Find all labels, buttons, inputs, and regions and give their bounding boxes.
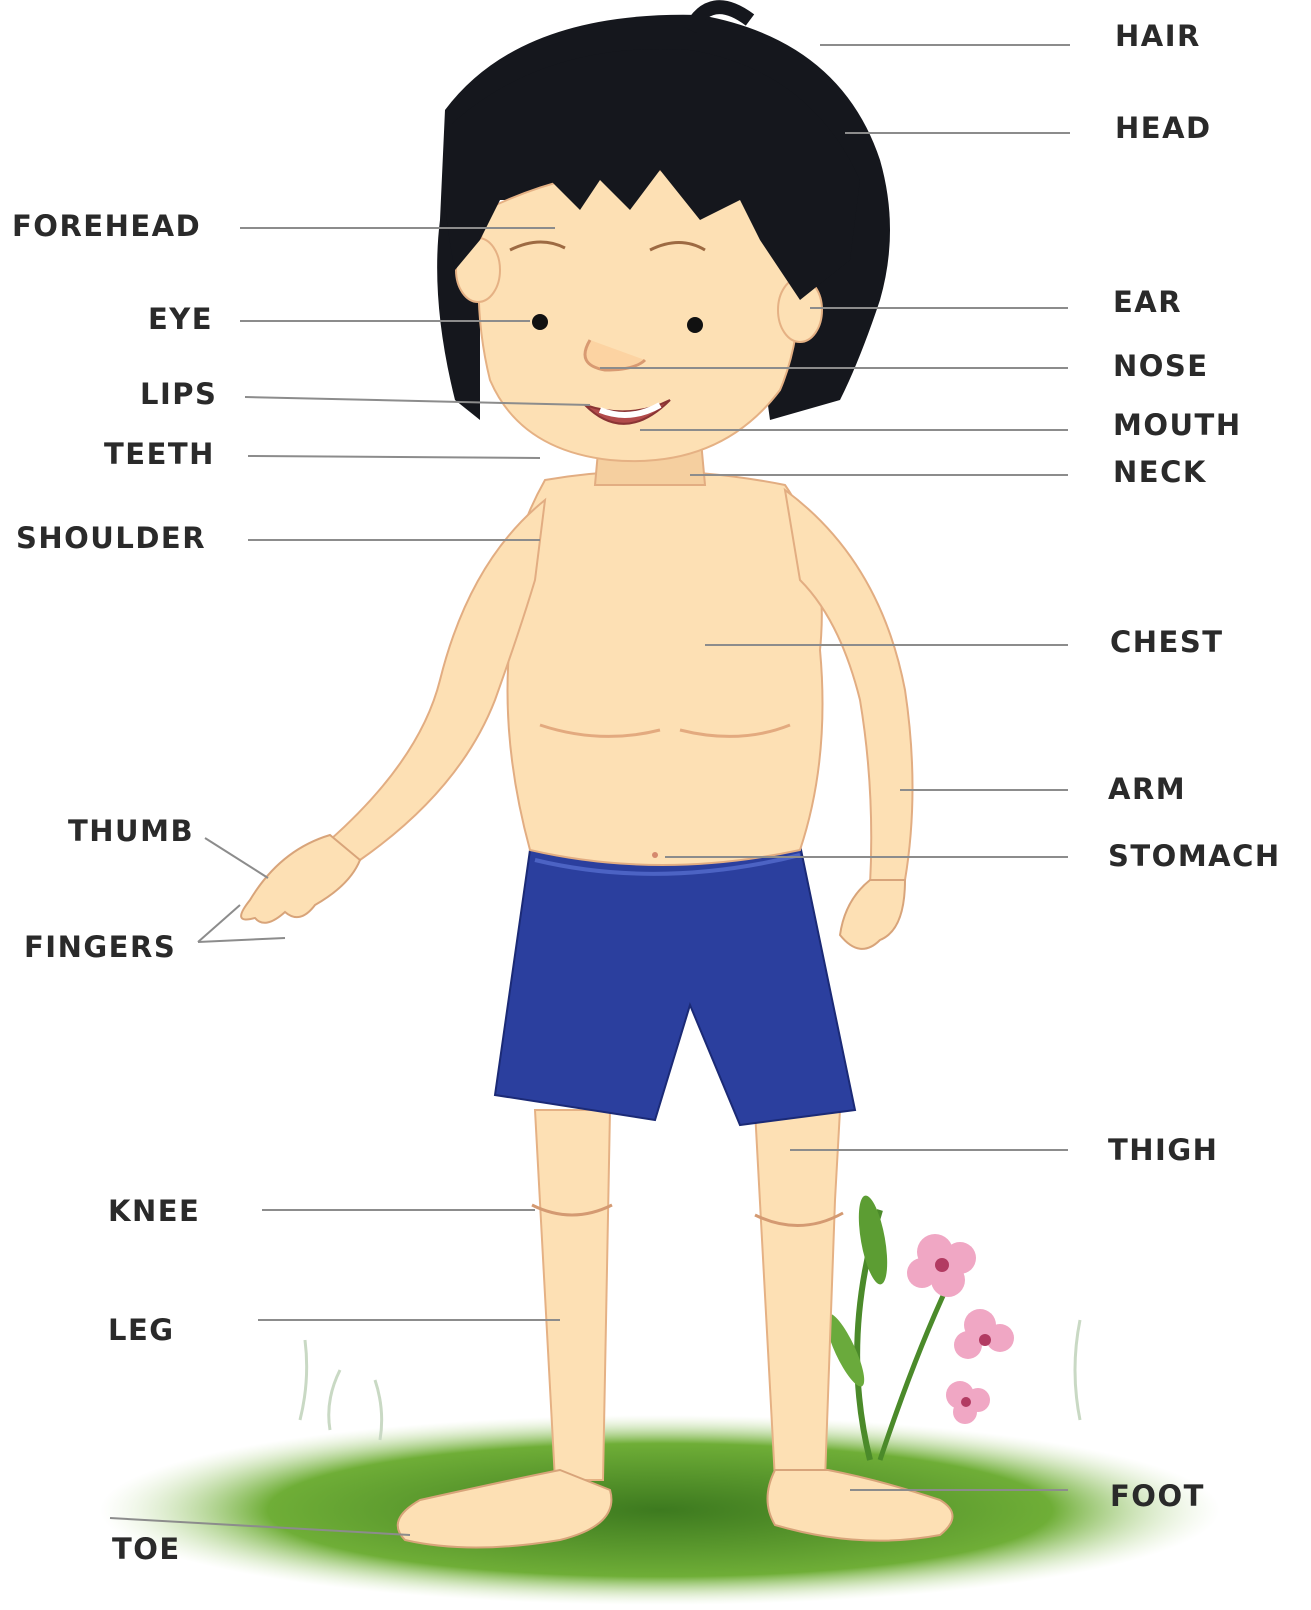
- flower-3-icon: [946, 1381, 990, 1424]
- label-nose: NOSE: [1113, 352, 1209, 381]
- label-foot: FOOT: [1110, 1482, 1205, 1511]
- label-hair: HAIR: [1115, 22, 1201, 51]
- label-head: HEAD: [1115, 114, 1212, 143]
- label-arm: ARM: [1108, 775, 1186, 804]
- shorts: [495, 845, 855, 1125]
- label-knee: KNEE: [108, 1197, 200, 1226]
- label-chest: CHEST: [1110, 628, 1224, 657]
- label-neck: NECK: [1113, 458, 1207, 487]
- label-lips: LIPS: [140, 380, 217, 409]
- label-shoulder: SHOULDER: [16, 524, 206, 553]
- flower-plant: [819, 1194, 1014, 1460]
- left-hand: [241, 835, 360, 923]
- label-teeth: TEETH: [104, 440, 215, 469]
- label-thumb: THUMB: [68, 817, 194, 846]
- label-thigh: THIGH: [1108, 1136, 1218, 1165]
- label-ear: EAR: [1113, 288, 1182, 317]
- flower-2-icon: [954, 1309, 1014, 1359]
- right-hand: [840, 880, 905, 949]
- torso: [508, 471, 823, 865]
- grass-patch: [100, 1415, 1220, 1605]
- label-eye: EYE: [148, 305, 213, 334]
- flower-1-icon: [907, 1234, 976, 1297]
- label-fingers: FINGERS: [24, 933, 176, 962]
- left-eye-icon: [532, 314, 548, 330]
- label-toe: TOE: [112, 1535, 181, 1564]
- label-leg: LEG: [108, 1316, 175, 1345]
- label-mouth: MOUTH: [1113, 411, 1242, 440]
- label-forehead: FOREHEAD: [12, 212, 201, 241]
- label-stomach: STOMACH: [1108, 842, 1281, 871]
- right-eye-icon: [687, 317, 703, 333]
